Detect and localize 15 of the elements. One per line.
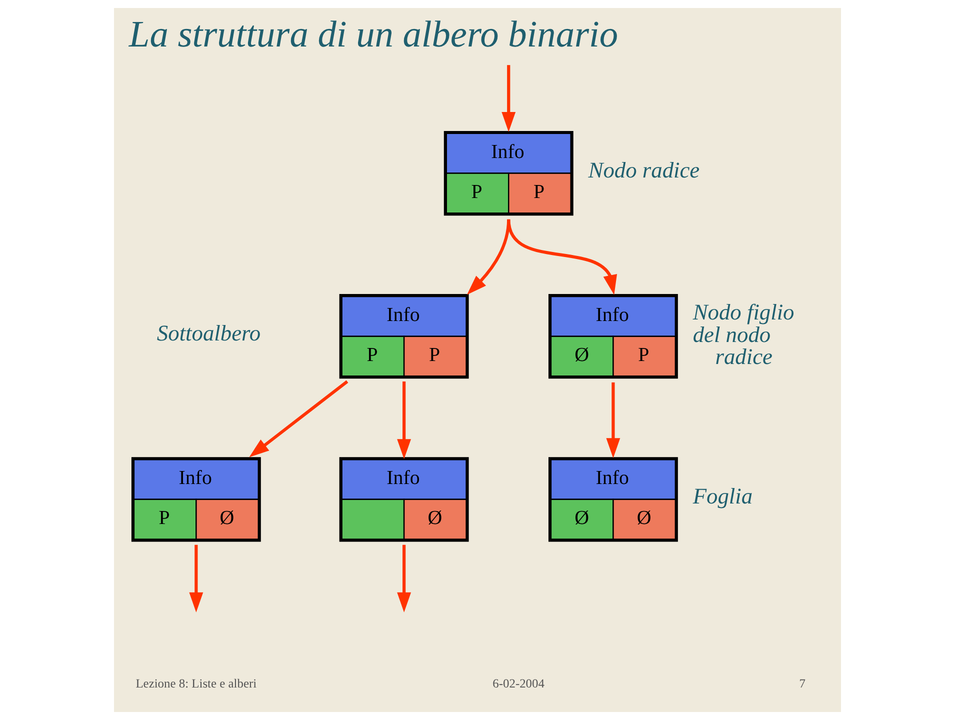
label: 6-02-2004 bbox=[492, 676, 544, 691]
arrow bbox=[248, 380, 348, 458]
node-label: Nodo figlio del nodo radice bbox=[692, 299, 794, 370]
arrow bbox=[501, 65, 516, 132]
label: 7 bbox=[798, 676, 806, 691]
arrow bbox=[606, 382, 620, 458]
label: Lezione 8: Liste e alberi bbox=[135, 676, 256, 691]
node-label: Foglia bbox=[692, 484, 752, 509]
arrow bbox=[188, 544, 203, 612]
diagram-title: La struttura di un albero binario bbox=[128, 14, 618, 56]
arrow bbox=[396, 544, 411, 612]
node-label: Nodo radice bbox=[588, 158, 700, 183]
label: Sottoalbero bbox=[156, 320, 260, 346]
arrow bbox=[396, 381, 411, 460]
arrow bbox=[506, 219, 617, 295]
